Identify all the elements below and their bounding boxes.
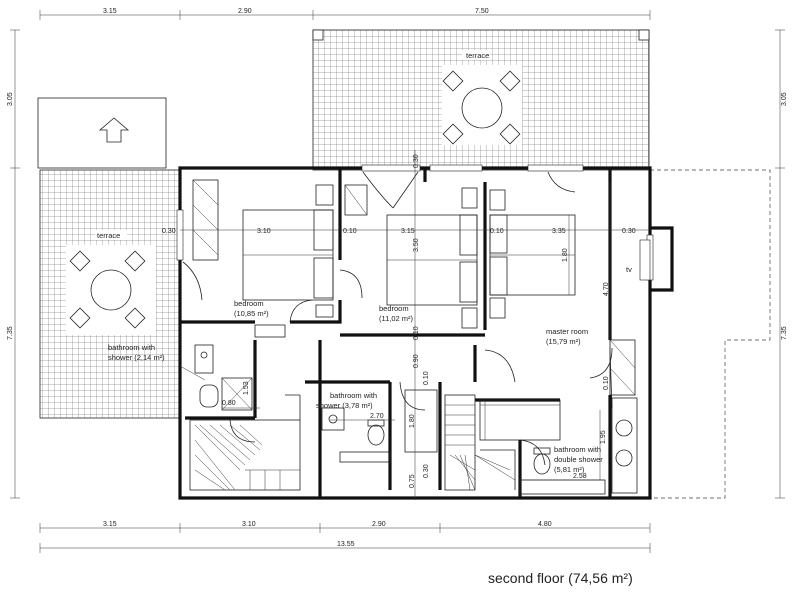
dim-310: 3.10 (257, 228, 271, 235)
plan-caption: second floor (74,56 m²) (488, 570, 633, 586)
room-labels: bedroom (10,85 m²) bedroom (11,02 m²) ma… (108, 265, 632, 474)
terrace-left: terrace (39, 169, 181, 419)
dim-bottom-4: 4.80 (538, 521, 552, 528)
tv-label: tv (626, 265, 632, 274)
dim-270: 2.70 (370, 413, 384, 420)
dim-180b: 1.80 (409, 414, 416, 428)
bath-mid-label-2: shower (3,78 m²) (316, 401, 373, 410)
dim-total: 13.55 (337, 541, 355, 548)
master-furniture (489, 189, 638, 494)
dim-010c: 0.10 (413, 326, 420, 340)
dim-195: 1.95 (600, 430, 607, 444)
dim-350: 3.50 (413, 238, 420, 252)
roof-outline (650, 169, 771, 499)
dim-left-2: 7.35 (7, 326, 14, 340)
bath-right-label-1: bathroom with (554, 445, 601, 454)
bedroom-2-area: (11,02 m²) (379, 314, 414, 323)
dim-090: 0.90 (413, 354, 420, 368)
bath-left-leader (179, 365, 206, 381)
dim-010b: 0.10 (490, 228, 504, 235)
dim-top-3: 7.50 (475, 8, 489, 15)
dim-180: 1.80 (562, 248, 569, 262)
terrace-top-label: terrace (466, 51, 489, 60)
dim-010e: 0.10 (603, 376, 610, 390)
terrace-table-top (442, 65, 522, 145)
stairs-left (189, 394, 301, 491)
bath-right-label-3: (5,81 m²) (554, 465, 585, 474)
dim-153: 1.53 (243, 381, 250, 395)
bath-left-label-1: bathroom with (108, 343, 155, 352)
terrace-table-left (66, 245, 156, 335)
dim-030b: 0.30 (622, 228, 636, 235)
dim-right-1: 3.05 (781, 92, 788, 106)
bedroom-2-furniture (344, 184, 478, 329)
dim-bottom-1: 3.15 (103, 521, 117, 528)
bedroom-1-furniture (192, 179, 334, 338)
terrace-left-label: terrace (97, 231, 120, 240)
stairs-right (444, 394, 516, 491)
bedroom-1-label: bedroom (234, 299, 264, 308)
bath-right-label-2: double shower (554, 455, 603, 464)
bath-left-fixtures (194, 344, 253, 411)
windows (176, 164, 654, 281)
dim-470: 4.70 (603, 282, 610, 296)
dim-030a: 0.30 (162, 228, 176, 235)
dim-080: 0.80 (222, 400, 236, 407)
dim-right-2: 7.35 (781, 326, 788, 340)
dim-335: 3.35 (552, 228, 566, 235)
dimension-labels: 3.15 2.90 7.50 3.15 3.10 2.90 4.80 13.55… (7, 8, 788, 548)
bath-mid-fixtures (321, 389, 438, 463)
master-room-area: (15,79 m²) (546, 337, 581, 346)
dim-315: 3.15 (401, 228, 415, 235)
dim-top-2: 2.90 (238, 8, 252, 15)
arrow-up-icon (98, 117, 130, 143)
dimension-lines (10, 10, 785, 553)
dim-bottom-3: 2.90 (372, 521, 386, 528)
dim-075: 0.75 (409, 474, 416, 488)
roof-void (37, 97, 167, 169)
dim-left-1: 3.05 (7, 92, 14, 106)
dim-top-1: 3.15 (103, 8, 117, 15)
terrace-top: terrace (312, 29, 650, 171)
tv-unit (639, 239, 651, 281)
bedroom-2-label: bedroom (379, 304, 409, 313)
bedroom-1-area: (10,85 m²) (234, 309, 269, 318)
dim-bottom-2: 3.10 (242, 521, 256, 528)
dim-258: 2.58 (573, 473, 587, 480)
dim-010a: 0.10 (343, 228, 357, 235)
dim-030-top: 0.30 (413, 154, 420, 168)
dim-010d: 0.10 (423, 371, 430, 385)
dim-030c: 0.30 (423, 464, 430, 478)
bath-left-label-2: shower (2,14 m²) (108, 353, 165, 362)
bath-mid-label-1: bathroom with (330, 391, 377, 400)
master-room-label: master room (546, 327, 588, 336)
bath-right-fixtures (479, 399, 606, 495)
